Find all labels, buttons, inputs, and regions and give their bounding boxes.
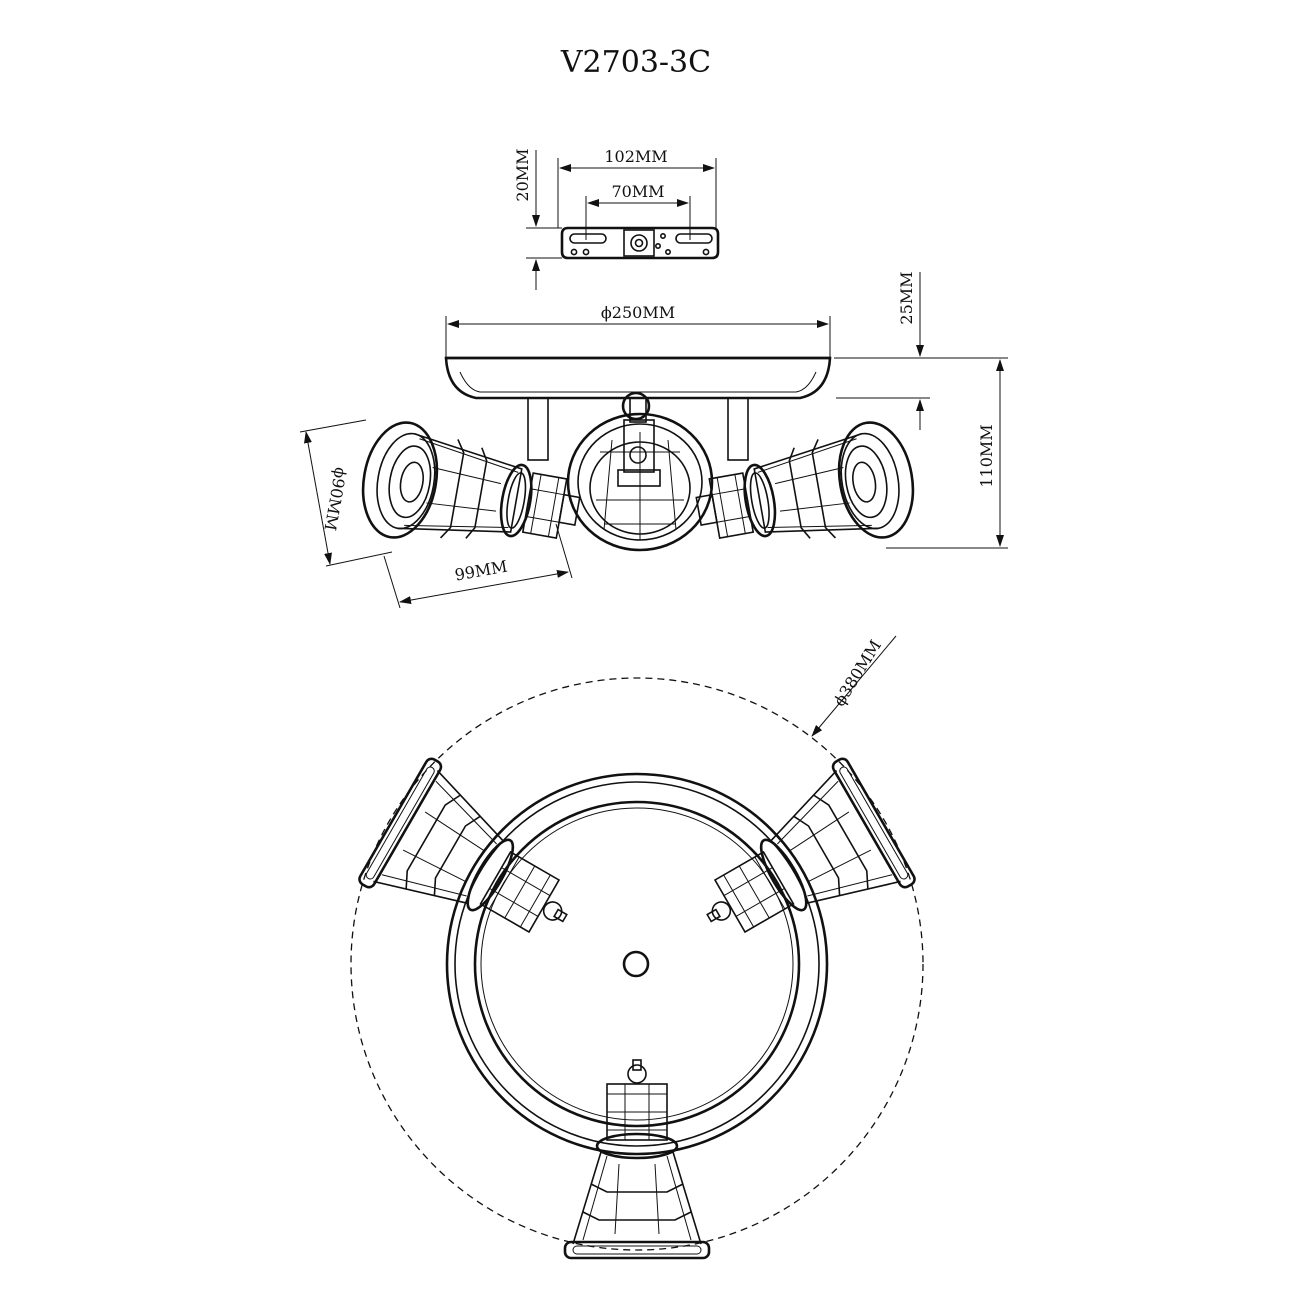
plan-spotlight-upper-left — [356, 755, 603, 982]
plan-spotlight-upper-right — [671, 755, 918, 982]
total-height-label: 110MM — [977, 424, 996, 487]
drawing-title: V2703-3C — [560, 45, 711, 80]
bracket-width-label: 102MM — [604, 147, 667, 166]
mounting-bracket-view: 102MM 70MM 20MM — [513, 147, 720, 290]
side-spotlight-right — [687, 415, 923, 570]
center-mount — [622, 950, 650, 978]
top-plan-view: ϕ380MM — [350, 635, 924, 1260]
side-spotlight-left — [353, 415, 589, 570]
canopy-height-label: 25MM — [897, 271, 916, 324]
side-elevation-view: ϕ250MM 25MM 110MM ϕ90MM 99MM — [299, 271, 1008, 609]
side-spotlight-center — [566, 391, 714, 552]
canopy-diameter-label: ϕ250MM — [601, 303, 675, 322]
overall-diameter-label: ϕ380MM — [830, 637, 885, 710]
shade-diameter-label: ϕ90MM — [321, 466, 351, 532]
shade-length-label: 99MM — [453, 557, 509, 585]
bracket-hole-spacing-label: 70MM — [611, 182, 664, 201]
bracket-height-label: 20MM — [513, 148, 532, 201]
plan-spotlight-bottom — [563, 1058, 711, 1260]
overall-diameter-circle — [350, 677, 924, 1251]
